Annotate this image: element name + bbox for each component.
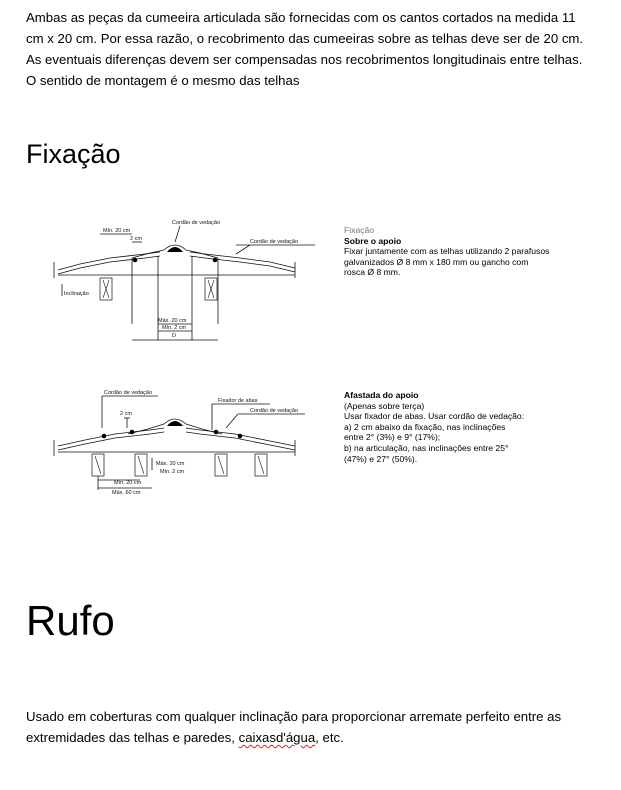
misspelled-word[interactable]: caixasd'água xyxy=(238,730,316,745)
intro-line: O sentido de montagem é o mesmo das telh… xyxy=(26,73,300,88)
label-2cm: 2 cm xyxy=(120,411,132,417)
desc-line: Usar fixador de abas. Usar cordão de ved… xyxy=(344,411,525,422)
fixacao-heading: Fixação xyxy=(26,139,121,169)
label-2cm: 2 cm xyxy=(130,236,142,242)
intro-line: Ambas as peças da cumeeira articulada sã… xyxy=(26,10,576,25)
label-min-2cm: Mín. 2 cm xyxy=(162,325,187,331)
desc-line: galvanizados Ø 8 mm x 180 mm ou gancho c… xyxy=(344,256,529,267)
desc-line: rosca Ø 8 mm. xyxy=(344,267,401,278)
intro-line: cm x 20 cm. Por essa razão, o recobrimen… xyxy=(26,31,584,46)
intro-line: As eventuais diferenças devem ser compen… xyxy=(26,52,583,67)
desc-line: entre 2° (3%) e 9° (17%); xyxy=(344,432,441,443)
label-sealing-cord-right: Cordão de vedação xyxy=(250,408,298,414)
label-flap-fastener: Fixador de abas xyxy=(218,398,258,404)
desc-line: b) na articulação, nas inclinações entre… xyxy=(344,442,509,453)
label-d: D xyxy=(172,333,176,339)
fixing-description-on-support: Fixação Sobre o apoio Fixar juntamente c… xyxy=(344,225,584,278)
label-min-20cm: Mín. 20 cm xyxy=(114,480,142,486)
rufo-heading: Rufo xyxy=(26,597,115,644)
desc-line: Fixar juntamente com as telhas utilizand… xyxy=(344,246,550,257)
label-max-60cm: Máx. 60 cm xyxy=(112,490,141,496)
desc-title: Fixação xyxy=(344,225,375,235)
label-sealing-cord-right: Cordão de vedação xyxy=(250,239,298,245)
desc-title: Afastada do apoio xyxy=(344,390,419,400)
intro-paragraph: Ambas as peças da cumeeira articulada sã… xyxy=(26,7,606,91)
rufo-text-part: extremidades das telhas e paredes, xyxy=(26,730,239,745)
rufo-text-part: , etc. xyxy=(315,730,344,745)
rufo-paragraph: Usado em coberturas com qualquer inclina… xyxy=(26,706,606,748)
label-sealing-cord: Cordão de vedação xyxy=(172,220,220,226)
rufo-line: Usado em coberturas com qualquer inclina… xyxy=(26,709,562,724)
label-inclination: Inclinação xyxy=(64,291,89,297)
fixing-description-away-from-support: Afastada do apoio (Apenas sobre terça) U… xyxy=(344,390,584,464)
label-min-2cm: Mín. 2 cm xyxy=(160,469,185,475)
desc-line: (47%) e 27° (50%). xyxy=(344,453,418,464)
ridge-fixing-diagram-away-from-support: Cordão de vedação Fixador de abas Cordão… xyxy=(53,390,305,496)
label-max-20cm: Máx. 20 cm xyxy=(158,318,187,324)
ridge-fixing-diagram-on-support: Cordão de vedação Mín. 20 cm 2 cm Cordão… xyxy=(53,220,315,341)
label-max-20cm: Máx. 20 cm xyxy=(156,461,185,467)
label-min-20cm: Mín. 20 cm xyxy=(103,228,131,234)
desc-line: a) 2 cm abaixo da fixação, nas inclinaçõ… xyxy=(344,421,506,432)
label-sealing-cord-left: Cordão de vedação xyxy=(104,390,152,396)
rufo-line: extremidades das telhas e paredes, caixa… xyxy=(26,727,606,748)
desc-subtitle: Sobre o apoio xyxy=(344,235,402,246)
desc-line: (Apenas sobre terça) xyxy=(344,400,425,411)
